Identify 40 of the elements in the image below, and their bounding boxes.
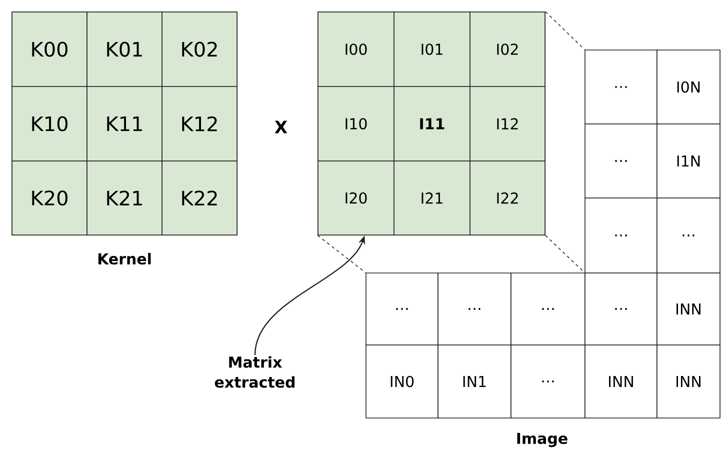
grid-cell: I20 [318,160,394,236]
grid-cell: … [656,198,720,274]
grid-cell: I22 [470,160,546,236]
grid-cell: INN [584,344,658,418]
grid-cell: … [366,272,438,346]
grid-cell: … [584,198,658,274]
grid-cell: IN0 [366,344,438,418]
grid-cell: K21 [86,160,162,236]
grid-cell: IN1 [438,344,512,418]
grid-cell: K11 [86,86,162,162]
grid-cell: K22 [162,160,238,236]
grid-cell: I1N [656,124,720,198]
grid-cell: K20 [12,160,88,236]
grid-cell: I21 [394,160,470,236]
grid-cell: … [584,50,658,124]
grid-cell: … [438,272,512,346]
grid-cell: K01 [86,12,162,87]
grid-cell: I0N [656,50,720,124]
grid-cell: K12 [162,86,238,162]
callout-text: Matrix extracted [214,356,294,388]
grid-cell: K02 [162,12,238,87]
grid-cell: K10 [12,86,88,162]
grid-cell: INN [656,272,720,346]
grid-cell: K00 [12,12,88,87]
grid-cell: I10 [318,86,394,162]
grid-cell: … [510,344,586,418]
projection-line [545,11,585,50]
grid-cell: I00 [318,12,394,87]
grid-cell: … [584,272,658,346]
grid-cell: I11 [394,86,470,162]
projection-line [317,235,366,273]
multiply-sign: X [274,120,288,134]
grid-cell: I01 [394,12,470,87]
grid-cell: … [584,124,658,198]
grid-cell: I02 [470,12,546,87]
image-caption: Image [517,432,568,448]
grid-cell: INN [656,344,720,418]
grid-cell: I12 [470,86,546,162]
grid-cell: … [510,272,586,346]
node-label: Kernel [98,252,151,265]
